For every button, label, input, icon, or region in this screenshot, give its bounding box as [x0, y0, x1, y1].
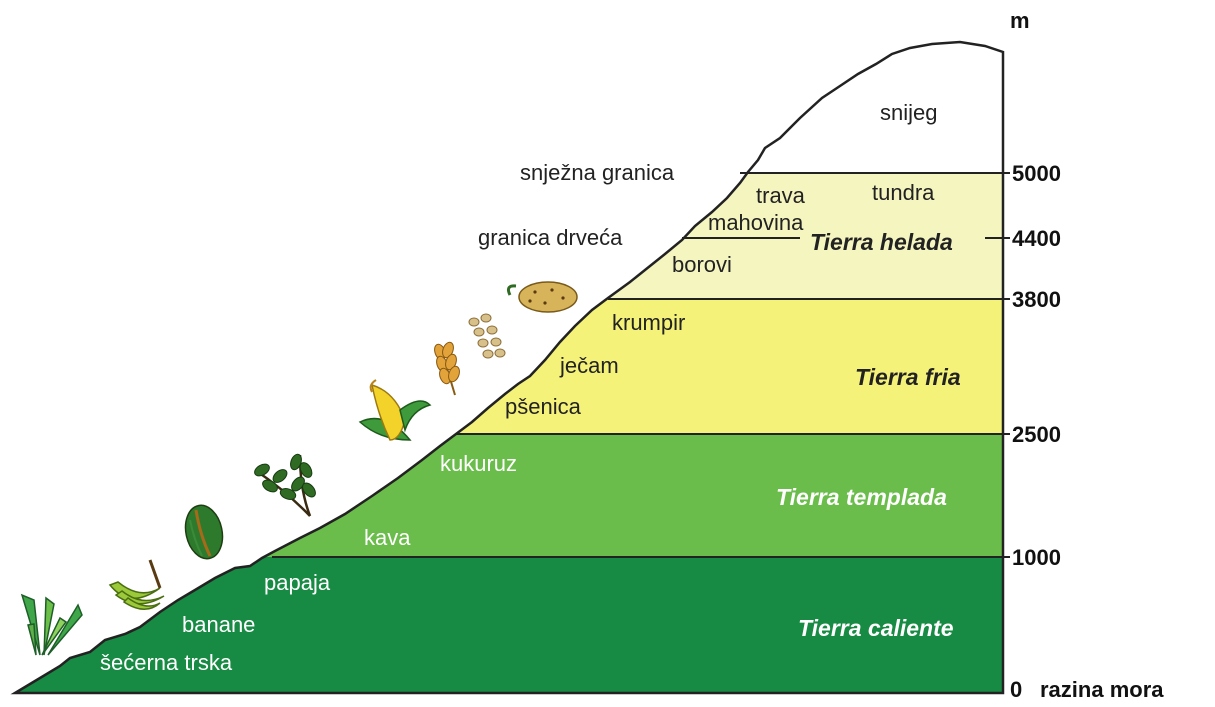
tick-0: 0	[1010, 677, 1022, 702]
label-coffee: kava	[364, 525, 411, 550]
label-maize: kukuruz	[440, 451, 517, 476]
label-banana: banane	[182, 612, 255, 637]
sugarcane-icon	[20, 593, 83, 656]
maize-icon	[358, 379, 432, 441]
banana-icon	[108, 559, 165, 610]
zone-label-caliente: Tierra caliente	[798, 615, 954, 641]
label-pines: borovi	[672, 252, 732, 277]
label-wheat: pšenica	[505, 394, 582, 419]
axis-tick-marks	[1003, 172, 1010, 558]
tick-2500: 2500	[1012, 422, 1061, 447]
label-sugarcane: šećerna trska	[100, 650, 233, 675]
label-snow: snijeg	[880, 100, 937, 125]
zone-band-fria	[15, 299, 1003, 434]
coffee-icon	[254, 453, 316, 517]
zone-label-templada: Tierra templada	[776, 484, 947, 510]
tick-5000: 5000	[1012, 161, 1061, 186]
snow-band	[15, 42, 1003, 173]
sea-level-label: razina mora	[1040, 677, 1164, 702]
label-barley: ječam	[559, 353, 619, 378]
label-tundra: tundra	[872, 180, 935, 205]
zone-label-fria: Tierra fria	[855, 364, 961, 390]
zone-label-helada: Tierra helada	[810, 229, 953, 255]
label-moss: mahovina	[708, 210, 804, 235]
zone-boundaries	[272, 172, 1003, 558]
tick-4400: 4400	[1012, 226, 1061, 251]
label-papaya: papaja	[264, 570, 331, 595]
wheat-icon	[434, 341, 460, 396]
tick-1000: 1000	[1012, 545, 1061, 570]
label-snow-line: snježna granica	[520, 160, 675, 185]
label-potato: krumpir	[612, 310, 685, 335]
papaya-icon	[184, 504, 224, 560]
barley-icon	[468, 313, 506, 359]
axis-unit: m	[1010, 8, 1030, 33]
mountain-outline	[10, 40, 1005, 695]
potato-icon	[507, 281, 578, 313]
label-tree-line: granica drveća	[478, 225, 623, 250]
tick-3800: 3800	[1012, 287, 1061, 312]
label-grass: trava	[756, 183, 806, 208]
